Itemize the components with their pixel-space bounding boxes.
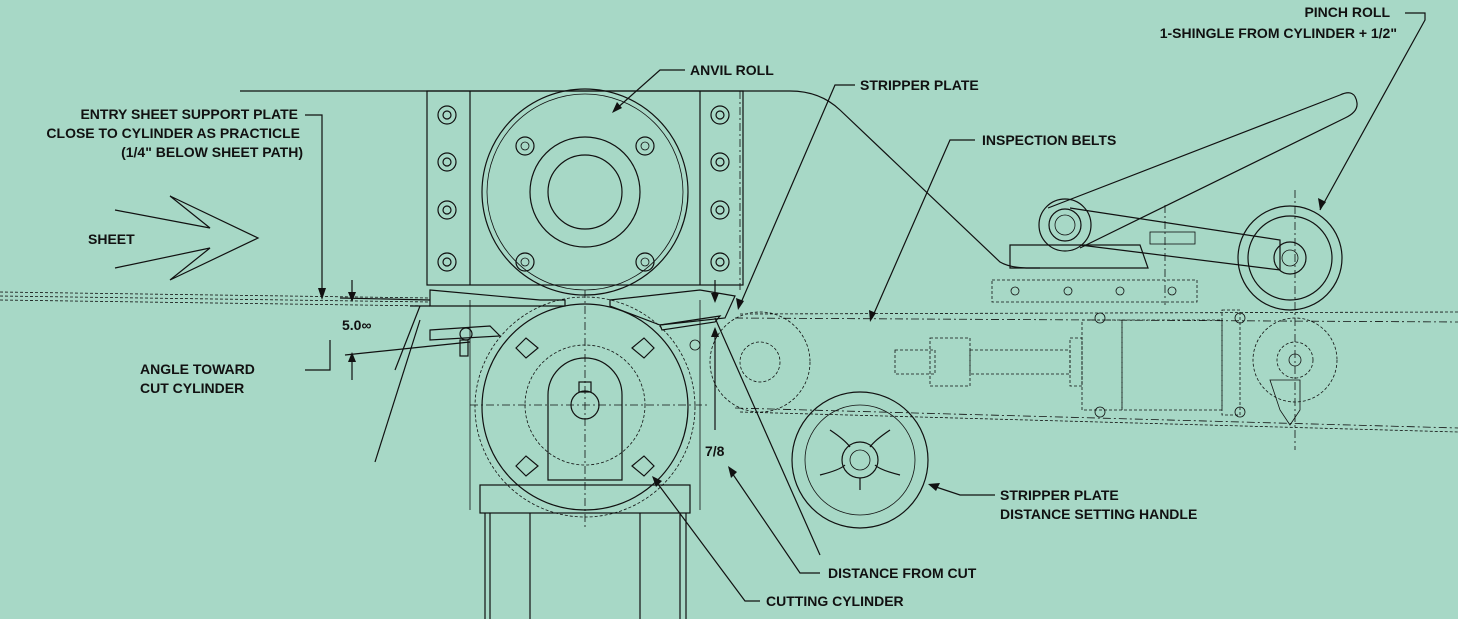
distance-from-cut-label: DISTANCE FROM CUT [828,565,977,581]
angle-value: 5.0∞ [342,317,371,333]
leader-lines [305,12,1426,602]
seven-eighths-dimension: 7/8 [705,443,725,459]
stripper-plate [609,289,736,351]
pinch-roll [991,92,1358,450]
sheet-arrow [114,195,260,281]
top-frame [240,90,1040,269]
handle-label-line-2: DISTANCE SETTING HANDLE [1000,506,1197,522]
entry-support-plate [394,289,566,371]
anvil-roll-label: ANVIL ROLL [690,62,774,78]
entry-plate-line-1: ENTRY SHEET SUPPORT PLATE [80,106,298,122]
entry-plate-line-2: CLOSE TO CYLINDER AS PRACTICLE [46,125,300,141]
angle-toward-line-1: ANGLE TOWARD [140,361,255,377]
stripper-plate-label: STRIPPER PLATE [860,77,979,93]
inspection-belts [709,309,1458,433]
cutting-cylinder [469,290,710,619]
anvil-housing [426,90,744,290]
housing-bolts-left [437,105,457,272]
sheet-path [0,291,431,307]
angle-toward-line-2: CUT CYLINDER [140,380,244,396]
handle-wheel [791,391,929,529]
anvil-roll [481,88,689,296]
sheet-label: SHEET [88,231,135,247]
pinch-roll-label: PINCH ROLL [1304,4,1390,20]
inspection-belts-label: INSPECTION BELTS [982,132,1116,148]
entry-plate-line-3: (1/4" BELOW SHEET PATH) [121,144,303,160]
cutting-cylinder-label: CUTTING CYLINDER [766,593,904,609]
pinch-roll-note: 1-SHINGLE FROM CYLINDER + 1/2" [1160,25,1397,41]
housing-bolts-right [710,105,730,272]
handle-label-line-1: STRIPPER PLATE [1000,487,1119,503]
